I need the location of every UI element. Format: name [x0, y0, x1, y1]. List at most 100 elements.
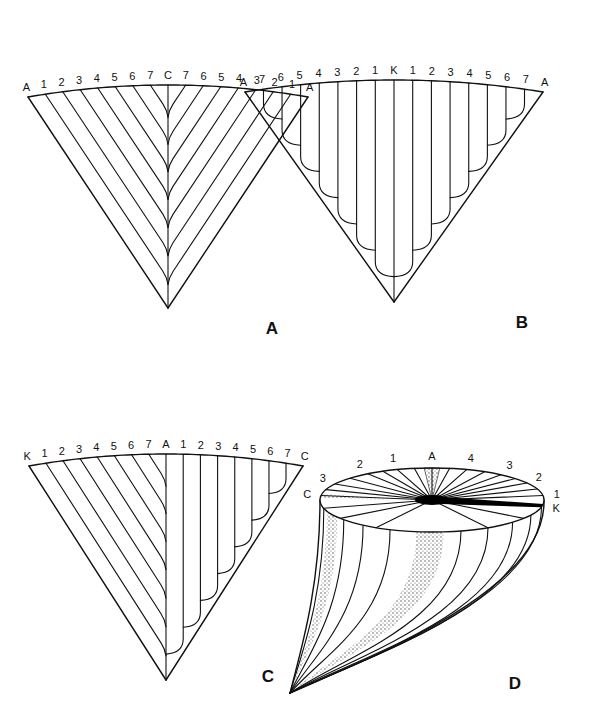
septum-label: 5	[112, 71, 118, 82]
septum-label: 7	[259, 74, 265, 85]
septum-label: A	[23, 82, 30, 93]
septum-label: A	[541, 77, 548, 88]
septum-label: 2	[353, 65, 359, 76]
septum-label: K	[24, 451, 31, 462]
septum	[63, 461, 166, 627]
septum	[469, 85, 488, 172]
septum	[63, 92, 168, 256]
septum-trace	[290, 515, 531, 693]
septum-label: 7	[147, 70, 153, 81]
septum	[168, 85, 186, 117]
septum	[98, 88, 168, 199]
septum-label: A	[306, 82, 313, 93]
septum-trace	[290, 522, 513, 693]
panel-label: A	[266, 320, 278, 337]
septum-label: 2	[429, 65, 435, 76]
septum	[282, 87, 301, 145]
septum-label: 4	[233, 442, 239, 453]
panel-label: B	[516, 314, 528, 331]
septum-label: 2	[58, 76, 64, 87]
septum-trace	[290, 525, 363, 693]
septum-label: 1	[41, 79, 47, 90]
septum-label: 2	[536, 471, 542, 482]
septum	[269, 463, 286, 493]
septum-label: C	[301, 451, 309, 462]
septum-label: 5	[111, 440, 117, 451]
septum-label: A	[240, 77, 247, 88]
septum-label: 2	[59, 445, 65, 456]
septum-label: 5	[297, 69, 303, 80]
septum	[168, 86, 203, 144]
septum	[431, 82, 450, 224]
panel-label: C	[262, 668, 274, 685]
septum-label: 4	[93, 442, 99, 453]
septum-trace	[290, 507, 542, 693]
septum-label: 1	[372, 65, 378, 76]
septum-trace	[290, 528, 488, 693]
septum	[338, 82, 357, 224]
septum	[263, 89, 282, 119]
septum	[168, 94, 291, 284]
septum-label: 2	[271, 76, 277, 87]
septum-label: 3	[76, 74, 82, 85]
septum-label: 2	[357, 458, 363, 469]
fan-edge	[28, 97, 168, 308]
septum-label: 2	[198, 439, 204, 450]
septum	[168, 88, 238, 199]
septum-label: 1	[410, 65, 416, 76]
septum-label: 4	[94, 73, 100, 84]
septum	[252, 461, 269, 520]
septum	[149, 454, 166, 486]
septum-label: A	[428, 451, 435, 462]
axial-blob	[415, 495, 449, 505]
septum-label: 3	[334, 66, 340, 77]
septum	[200, 456, 217, 601]
septum-label: C	[164, 70, 172, 81]
septa-fan	[245, 80, 543, 302]
fan-edge	[29, 466, 166, 680]
counter-septum	[442, 497, 543, 507]
septum	[168, 90, 256, 228]
septum-label: 7	[146, 439, 152, 450]
septum	[183, 455, 200, 627]
septum	[218, 457, 235, 574]
septum-label: 6	[267, 445, 273, 456]
septum-label: 3	[507, 460, 513, 471]
septum	[506, 89, 525, 119]
septum-label: 6	[129, 70, 135, 81]
septum-label: 6	[201, 70, 207, 81]
septum-label: 1	[180, 439, 186, 450]
septum	[413, 81, 432, 251]
septum	[357, 81, 376, 251]
septum	[97, 457, 166, 570]
septum	[235, 459, 252, 547]
septum	[80, 459, 166, 598]
septum-label: 1	[289, 79, 295, 90]
septum-label: 4	[466, 68, 472, 79]
septum	[168, 87, 221, 172]
septum	[166, 454, 183, 654]
cardinal-septum	[393, 80, 394, 302]
septum	[375, 80, 394, 276]
septum	[319, 83, 338, 198]
septum-label: K	[552, 502, 559, 513]
septum-trace	[290, 531, 461, 693]
septum-label: A	[162, 439, 169, 450]
septum	[133, 86, 168, 144]
septum-label: 5	[218, 71, 224, 82]
septum-label: 5	[485, 69, 491, 80]
septum-label: 3	[320, 473, 326, 484]
septum-label: 3	[448, 66, 454, 77]
panel-label: D	[509, 675, 521, 692]
septum	[168, 92, 273, 256]
septum	[46, 463, 166, 656]
septum-label: 3	[254, 74, 260, 85]
septum-label: 1	[41, 448, 47, 459]
septum	[487, 87, 506, 145]
septum-label: 1	[390, 453, 396, 464]
septum-label: 4	[315, 68, 321, 79]
horn-coral	[290, 468, 544, 693]
septum-trace	[290, 530, 390, 693]
septum	[132, 455, 166, 514]
septum	[450, 83, 469, 198]
